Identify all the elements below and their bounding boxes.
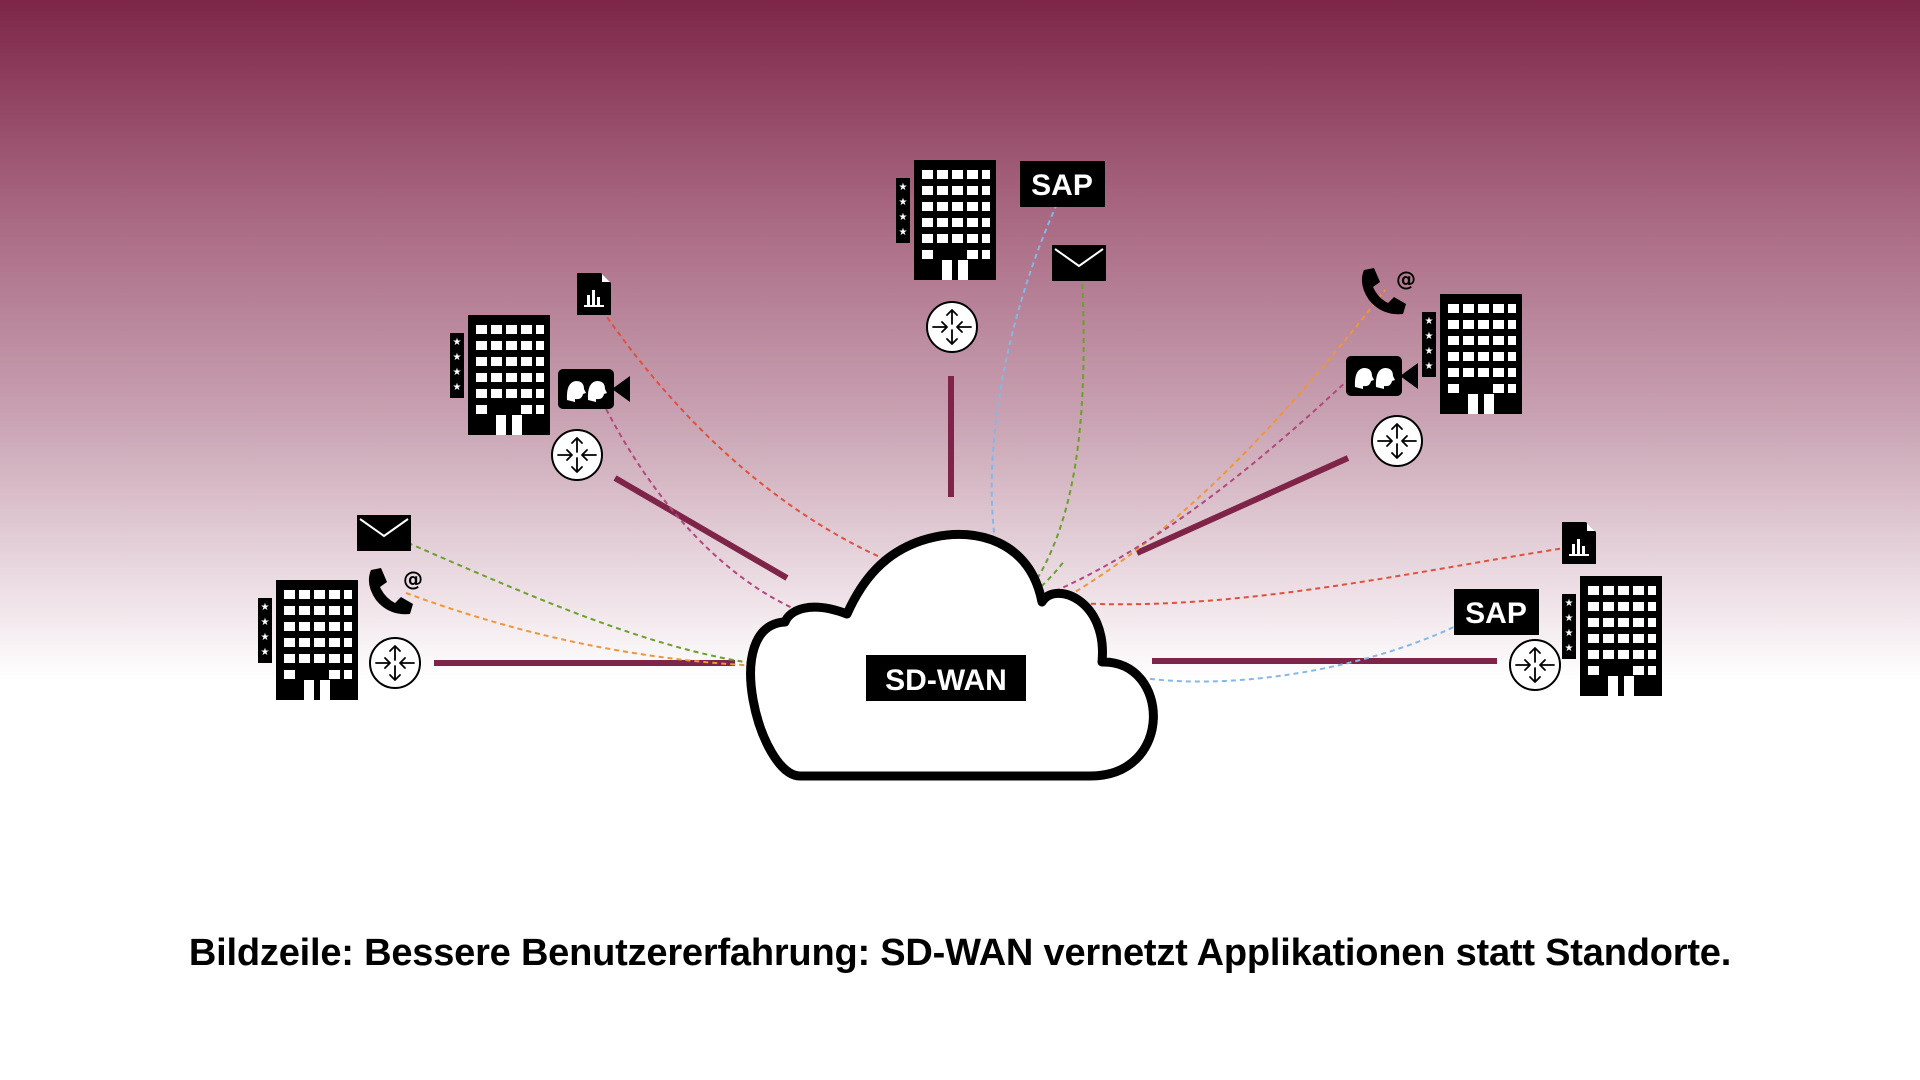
site-upper-left xyxy=(450,273,630,481)
building-icon xyxy=(896,160,996,280)
router-icon[interactable] xyxy=(369,637,421,689)
router-icon[interactable] xyxy=(1509,639,1561,691)
mail-icon xyxy=(1051,244,1107,282)
sd-wan-label: SD-WAN xyxy=(885,664,1007,697)
document-chart-icon xyxy=(577,273,611,315)
document-chart-icon xyxy=(1562,522,1596,564)
router-icon[interactable] xyxy=(926,301,978,353)
site-right: SAP xyxy=(1454,522,1662,696)
link-upper-right xyxy=(1135,455,1350,556)
caption: Bildzeile: Bessere Benutzererfahrung: SD… xyxy=(188,932,1732,974)
building-icon xyxy=(258,580,358,700)
site-upper-right xyxy=(1346,267,1522,467)
phone-icon xyxy=(1361,267,1416,315)
sap-icon: SAP xyxy=(1454,589,1539,635)
flow-mail-top xyxy=(999,274,1085,626)
router-icon[interactable] xyxy=(551,429,603,481)
building-icon xyxy=(450,315,550,435)
sd-wan-label-box xyxy=(866,655,1026,701)
link-upper-left xyxy=(613,475,789,581)
sap-label-top: SAP xyxy=(1031,169,1093,202)
mail-icon xyxy=(356,514,412,552)
building-icon xyxy=(1562,576,1662,696)
site-top: SAP xyxy=(896,160,1107,353)
sd-wan-cloud: SD-WAN xyxy=(746,529,1158,781)
building-icon xyxy=(1422,294,1522,414)
video-call-icon xyxy=(558,369,630,409)
flow-doc-upper-left xyxy=(601,309,1566,606)
site-left xyxy=(258,514,423,700)
router-icon[interactable] xyxy=(1371,415,1423,467)
sap-icon: SAP xyxy=(1020,161,1105,207)
site-links xyxy=(434,376,1497,666)
sap-label-right: SAP xyxy=(1465,597,1527,630)
phone-icon xyxy=(368,567,423,615)
video-call-icon xyxy=(1346,356,1418,396)
